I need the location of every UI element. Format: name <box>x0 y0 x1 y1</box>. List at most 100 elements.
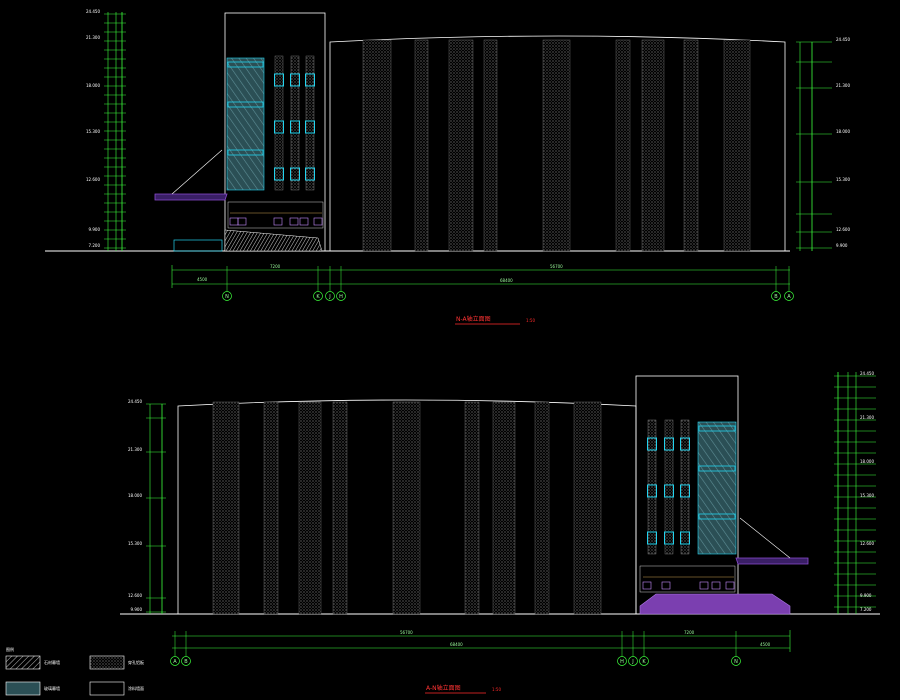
grid-axis-bubble <box>628 656 638 666</box>
perforated-panel <box>492 401 516 615</box>
grid-axis-label: A <box>173 659 177 665</box>
glass-band <box>227 149 264 156</box>
window-frame <box>305 120 315 134</box>
window-frame <box>274 167 284 181</box>
perforated-panel <box>483 39 498 252</box>
drawing-title-bottom: A-N轴立面图 1:50 <box>425 684 501 694</box>
perforated-panel <box>534 401 550 615</box>
grid-axis-bubble <box>731 656 741 666</box>
dim-left: 4500 <box>197 277 208 282</box>
window-column <box>305 55 315 191</box>
legend-swatch-teal <box>5 681 41 696</box>
perforated-panel <box>263 401 279 615</box>
perforated-panel <box>414 39 429 252</box>
window-frame <box>664 531 674 545</box>
glass-band <box>698 465 736 472</box>
level-mark: 18.000 <box>86 83 100 88</box>
level-mark: 15.300 <box>86 129 100 134</box>
perforated-panel <box>448 39 474 252</box>
grid-axis-bubble <box>784 291 794 301</box>
door-panel <box>313 217 323 226</box>
perforated-panel <box>615 39 631 252</box>
level-mark: 24.450 <box>128 399 142 404</box>
door-panel <box>699 581 709 590</box>
perforated-panel <box>542 39 571 252</box>
perforated-panel <box>332 401 348 615</box>
window-frame <box>664 484 674 498</box>
glass-band <box>698 513 736 520</box>
door-panel <box>289 217 299 226</box>
grid-axis-label: N <box>225 294 229 300</box>
svg-text:穿孔铝板: 穿孔铝板 <box>128 659 144 665</box>
window-frame <box>305 73 315 87</box>
dim-end: 4500 <box>760 642 771 647</box>
dim-mid: 7200 <box>270 264 281 269</box>
svg-text:涂料墙面: 涂料墙面 <box>128 685 144 691</box>
window-frame <box>290 73 300 87</box>
glass-band <box>227 61 264 68</box>
glass-band <box>698 425 736 432</box>
grid-axis-label: B <box>184 659 188 665</box>
grid-axis-bubble <box>325 291 335 301</box>
canopy-tie <box>739 517 791 559</box>
perforated-panel <box>212 401 240 615</box>
grid-axis-label: A <box>787 294 791 300</box>
dim-long: 56700 <box>400 630 413 635</box>
door-panel <box>725 581 735 590</box>
grid-axis-bubble <box>313 291 323 301</box>
window-frame <box>680 484 690 498</box>
entrance-ramp <box>224 229 323 252</box>
level-mark: 12.600 <box>836 227 850 232</box>
window-column <box>274 55 284 191</box>
grid-axis-label: H <box>339 294 343 300</box>
window-frame <box>274 73 284 87</box>
door-panel <box>229 217 239 226</box>
level-mark: 7.200 <box>89 243 101 248</box>
grid-axis-label: J <box>328 294 330 300</box>
perforated-panel <box>683 39 699 252</box>
level-mark: 15.300 <box>128 541 142 546</box>
grid-axis-label: B <box>774 294 778 300</box>
window-frame <box>647 437 657 451</box>
perforated-panels <box>212 401 602 615</box>
level-mark: 21.300 <box>128 447 142 452</box>
level-mark: 18.000 <box>860 459 874 464</box>
level-mark: 18.000 <box>128 493 142 498</box>
window-column <box>647 419 657 555</box>
dim-total: 68400 <box>450 642 463 647</box>
grid-axis-bubble <box>181 656 191 666</box>
perforated-panels <box>362 39 751 252</box>
perforated-panel <box>573 401 602 615</box>
entrance-ramp <box>639 593 791 615</box>
grid-axis-label: J <box>631 659 633 665</box>
grid-axis-bubble <box>170 656 180 666</box>
grid-axis-label: H <box>620 659 624 665</box>
window-frame <box>305 167 315 181</box>
tower-window-columns <box>647 419 736 555</box>
scale-text: 1:50 <box>526 318 535 323</box>
door-panel <box>299 217 309 226</box>
grid-axis-bubble <box>771 291 781 301</box>
dim-right: 7200 <box>684 630 695 635</box>
level-mark: 24.450 <box>860 371 874 376</box>
elevation-top: 24.45021.30018.00015.30012.6009.9007.200… <box>45 9 850 325</box>
level-mark: 24.450 <box>86 9 100 14</box>
door-panel <box>237 217 247 226</box>
level-mark: 12.600 <box>860 541 874 546</box>
grid-axis-label: K <box>642 659 646 665</box>
level-mark: 21.300 <box>860 415 874 420</box>
svg-text:石材幕墙: 石材幕墙 <box>44 659 60 665</box>
window-frame <box>290 167 300 181</box>
legend-item: 涂料墙面 <box>89 681 144 696</box>
level-mark: 7.200 <box>860 607 872 612</box>
title-text: A-N轴立面图 <box>426 684 461 692</box>
legend-swatch-outline <box>89 681 125 696</box>
perforated-panel <box>723 39 751 252</box>
dimension-chain: 4500 7200 56700 68400 <box>171 264 790 288</box>
entrance-canopy <box>735 557 809 565</box>
dimension-chain: 56700 68400 7200 4500 <box>172 630 791 652</box>
svg-text:玻璃幕墙: 玻璃幕墙 <box>44 685 60 691</box>
